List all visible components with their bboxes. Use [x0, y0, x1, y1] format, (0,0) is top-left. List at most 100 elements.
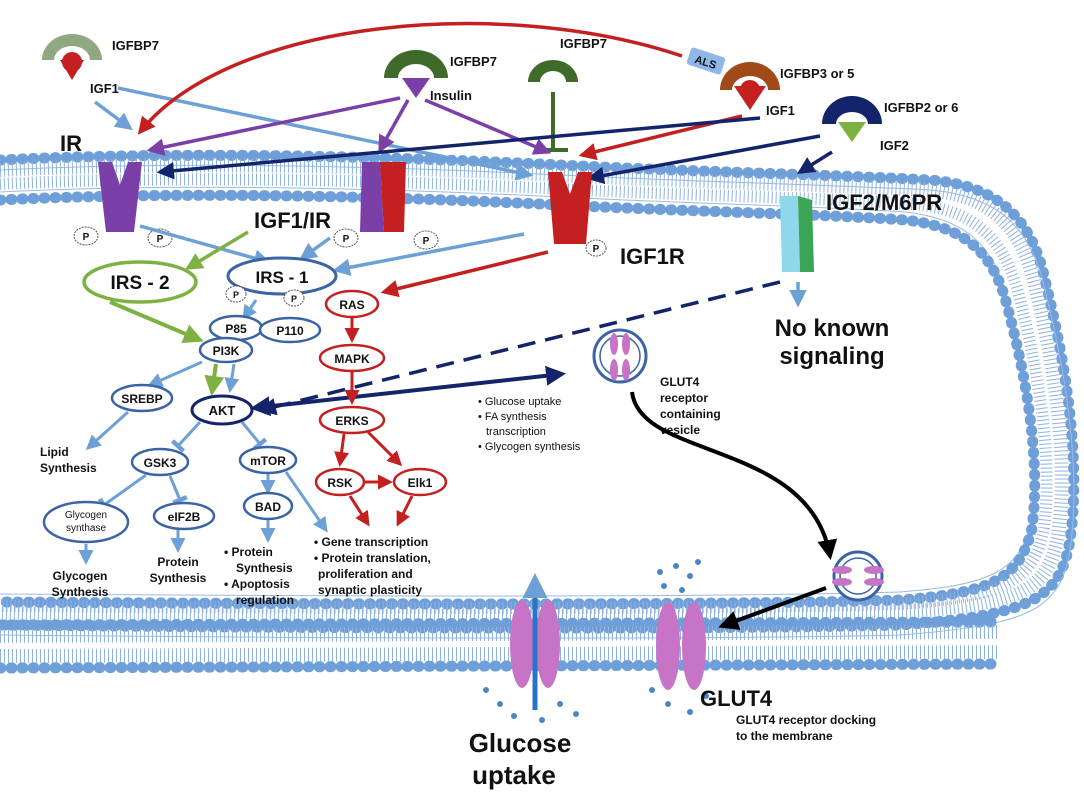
svg-text:P: P	[423, 236, 430, 247]
node-mapk: MAPK	[318, 343, 386, 373]
igfbp7-label-c: IGFBP7	[560, 36, 607, 51]
node-mtor: mTOR	[238, 445, 298, 475]
lipid-line1: Lipid	[40, 445, 69, 459]
node-p110: P110	[258, 316, 322, 344]
svg-text:synthase: synthase	[66, 523, 106, 534]
protein-line2: Synthesis	[150, 571, 207, 585]
svg-text:ERKS: ERKS	[335, 414, 368, 428]
als-tag: ALS	[686, 47, 726, 75]
bad-out-4: regulation	[236, 593, 294, 607]
no-signal-line2: signaling	[779, 343, 884, 370]
igfbp35-label: IGFBP3 or 5	[780, 66, 854, 81]
svg-text:mTOR: mTOR	[250, 454, 286, 468]
protein-line1: Protein	[157, 555, 198, 569]
vesicle-line2: receptor	[660, 391, 708, 405]
ir-label: IR	[60, 131, 82, 156]
node-glycogen-synthase: Glycogen synthase	[42, 500, 130, 544]
igf1-label-a: IGF1	[90, 81, 119, 96]
ligand-arrows	[93, 21, 833, 185]
vesicle-path-arrow	[630, 391, 838, 560]
svg-text:P: P	[233, 290, 239, 300]
svg-text:PI3K: PI3K	[213, 344, 240, 358]
svg-text:Elk1: Elk1	[408, 476, 433, 490]
docking-vesicle	[832, 550, 884, 602]
svg-text:GSK3: GSK3	[144, 456, 177, 470]
node-gsk3: GSK3	[130, 447, 190, 477]
hybrid-receptor: P P	[333, 162, 439, 250]
akt-glut-arrow	[250, 365, 566, 417]
akt-out-3: transcription	[486, 426, 546, 438]
glut4-transporter-docked	[656, 602, 706, 690]
igf2-label: IGF2	[880, 138, 909, 153]
svg-text:eIF2B: eIF2B	[168, 510, 201, 524]
igfbp35-igf1-complex	[720, 62, 780, 110]
svg-text:RAS: RAS	[339, 298, 364, 312]
bad-out-3: • Apoptosis	[224, 577, 290, 591]
mapk-arrows	[334, 317, 414, 527]
igfbp7-igf1-complex	[42, 34, 102, 80]
node-ras: RAS	[324, 289, 380, 319]
svg-text:BAD: BAD	[255, 500, 281, 514]
glucose-dots	[483, 559, 709, 723]
svg-text:Glycogen: Glycogen	[65, 510, 107, 521]
svg-text:RSK: RSK	[327, 476, 353, 490]
igfbp26-igf2-complex	[822, 96, 882, 142]
svg-text:P: P	[157, 234, 164, 245]
bad-out-1: • Protein	[224, 545, 273, 559]
akt-out-2: • FA synthesis	[478, 411, 547, 423]
docking-arrow	[718, 586, 827, 630]
lower-membrane	[0, 616, 1006, 674]
ir-receptor: P P	[73, 162, 173, 248]
pi3k-arrows	[147, 360, 240, 396]
svg-text:P: P	[83, 232, 90, 243]
node-p85: P85	[208, 314, 264, 342]
igf1r-label: IGF1R	[620, 244, 685, 269]
glycogen-line1: Glycogen	[53, 569, 108, 583]
gsk3-mtor-children	[97, 471, 328, 533]
docking-line2: to the membrane	[736, 729, 833, 743]
node-erks: ERKS	[318, 405, 386, 435]
gene-line3: proliferation and	[318, 567, 413, 581]
gene-line2: • Protein translation,	[314, 551, 431, 565]
irs1-p85-arrow	[242, 299, 258, 321]
insulin-label: Insulin	[430, 88, 472, 103]
svg-text:P: P	[291, 294, 297, 304]
node-irs2: IRS - 2	[82, 260, 198, 304]
bottom-arrows	[78, 520, 276, 565]
vesicle-line3: containing	[660, 407, 721, 421]
akt-children	[85, 410, 268, 453]
node-eif2b: eIF2B	[152, 501, 216, 531]
akt-out-4: • Glycogen synthesis	[478, 441, 581, 453]
gene-line4: synaptic plasticity	[318, 583, 422, 597]
node-rsk: RSK	[314, 467, 366, 497]
glut4-vesicle	[592, 328, 648, 384]
igfbp7-insulin-complex	[384, 50, 448, 98]
glut4-transporter-uptake	[510, 573, 560, 710]
svg-text:P: P	[593, 244, 600, 255]
uptake-line1: Glucose	[469, 728, 572, 758]
glut4-label: GLUT4	[700, 686, 773, 711]
irs2-pi3k-arrow	[109, 300, 204, 343]
no-signal-line1: No known	[775, 315, 890, 342]
receptor-arrows	[139, 224, 781, 416]
svg-text:P: P	[343, 234, 350, 245]
igf1-label-b: IGF1	[766, 103, 795, 118]
svg-text:IRS - 2: IRS - 2	[110, 273, 169, 294]
igfbp7-label-b: IGFBP7	[450, 54, 497, 69]
node-bad: BAD	[242, 491, 294, 521]
igf2r-label: IGF2/M6PR	[826, 190, 942, 215]
bad-out-2: Synthesis	[236, 561, 293, 575]
igfbp26-label: IGFBP2 or 6	[884, 100, 958, 115]
node-akt: AKT	[190, 394, 254, 426]
hybrid-label: IGF1/IR	[254, 208, 331, 233]
svg-text:SREBP: SREBP	[121, 392, 162, 406]
akt-out-1: • Glucose uptake	[478, 396, 561, 408]
igf2r-receptor	[780, 196, 814, 272]
igf1r-receptor: P	[548, 172, 607, 257]
lipid-line2: Synthesis	[40, 461, 97, 475]
node-srebp: SREBP	[110, 383, 174, 413]
glycogen-line2: Synthesis	[52, 585, 109, 599]
node-pi3k: PI3K	[198, 336, 254, 364]
svg-text:MAPK: MAPK	[334, 352, 370, 366]
